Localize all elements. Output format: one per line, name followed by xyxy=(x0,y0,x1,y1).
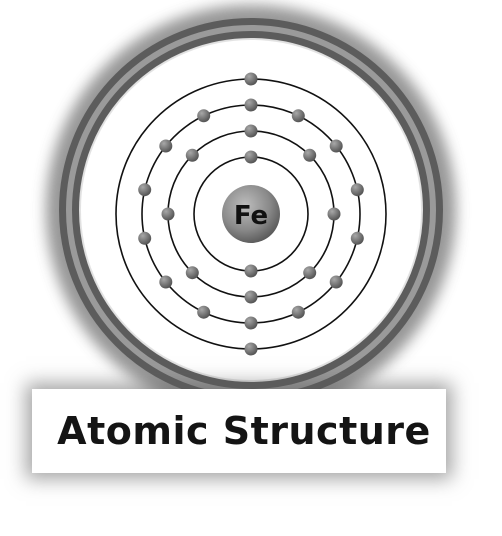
element-symbol: Fe xyxy=(234,201,268,231)
electron xyxy=(159,275,173,289)
electron xyxy=(329,139,343,153)
electron xyxy=(291,109,305,123)
banner-title: Atomic Structure xyxy=(57,409,431,453)
electron xyxy=(161,207,175,221)
electron xyxy=(350,231,364,245)
electron xyxy=(303,148,317,162)
electron xyxy=(197,305,211,319)
electron xyxy=(244,124,258,138)
electron xyxy=(244,290,258,304)
electron xyxy=(244,316,258,330)
electron xyxy=(244,342,258,356)
nucleus xyxy=(222,185,280,243)
electron xyxy=(350,183,364,197)
title-banner: Atomic Structure xyxy=(32,389,446,473)
electron xyxy=(244,98,258,112)
electron xyxy=(303,266,317,280)
electron xyxy=(244,150,258,164)
electron xyxy=(138,183,152,197)
electron xyxy=(291,305,305,319)
electron xyxy=(138,231,152,245)
electron xyxy=(329,275,343,289)
electron xyxy=(327,207,341,221)
electron xyxy=(185,148,199,162)
electron xyxy=(185,266,199,280)
electrons xyxy=(138,72,364,356)
electron xyxy=(159,139,173,153)
electron xyxy=(244,72,258,86)
electron xyxy=(244,264,258,278)
electron xyxy=(197,109,211,123)
